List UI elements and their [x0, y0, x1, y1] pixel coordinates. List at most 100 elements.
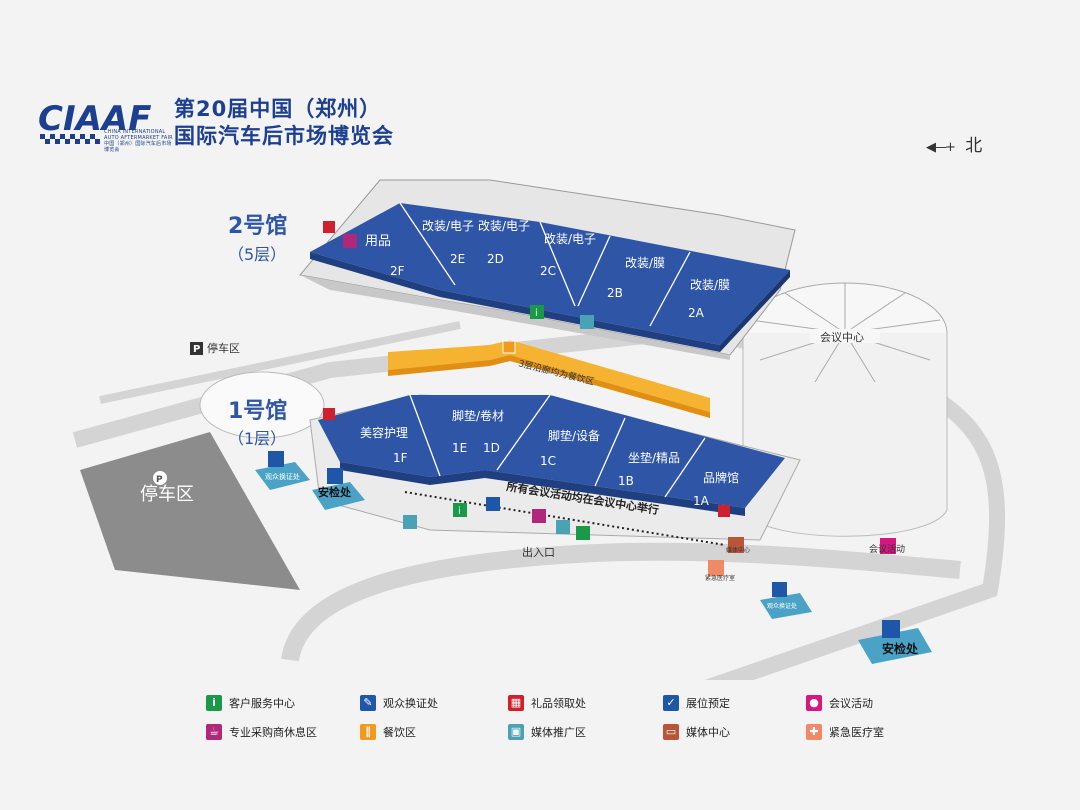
- legend-item-meeting: ● 会议活动: [806, 695, 873, 711]
- north-indicator: ◀—+ 北: [926, 131, 982, 156]
- svg-text:媒体中心: 媒体中心: [726, 546, 750, 554]
- svg-text:安检处: 安检处: [882, 641, 919, 656]
- parking-label: 停车区: [207, 341, 240, 355]
- zone-1f-label: 美容护理: [360, 425, 408, 440]
- legend-label: 餐饮区: [383, 726, 416, 739]
- security-marker[interactable]: 安检处: [312, 468, 365, 510]
- legend-item-media-center: ▭ 媒体中心: [663, 724, 730, 740]
- gift-icon: ▦: [508, 695, 524, 711]
- legend-label: 专业采购商休息区: [229, 726, 317, 739]
- hall2-floor-label: （5层）: [228, 245, 286, 264]
- legend-label: 客户服务中心: [229, 697, 295, 710]
- logo-subtitle-en: CHINA INTERNATIONAL AUTO AFTERMARKET FAI…: [104, 129, 173, 141]
- legend-label: 紧急医疗室: [829, 726, 884, 739]
- zone-2a-code: 2A: [688, 306, 705, 320]
- zone-2c-code: 2C: [540, 264, 556, 278]
- parking-lot: [80, 432, 300, 590]
- media-promo-marker-hall1[interactable]: [403, 515, 417, 529]
- first-aid-marker[interactable]: 紧急医疗室: [705, 560, 735, 582]
- dining-corridor: [388, 340, 710, 412]
- security-marker-2[interactable]: 安检处: [858, 620, 932, 664]
- parking-icon: [190, 342, 203, 355]
- zone-1e-code: 1E: [452, 441, 467, 455]
- badge-exchange-icon: ✎: [360, 695, 376, 711]
- zone-2f-label: 用品: [365, 234, 391, 249]
- zone-1b-label: 坐垫/精品: [628, 450, 680, 465]
- zone-1b-code: 1B: [618, 474, 634, 488]
- outer-road: [281, 542, 961, 662]
- svg-text:观众换证处: 观众换证处: [265, 472, 300, 481]
- legend-label: 媒体推广区: [531, 726, 586, 739]
- zone-2f-code: 2F: [390, 264, 405, 278]
- zone-1a-label: 品牌馆: [703, 470, 739, 485]
- service-marker-hall2[interactable]: i: [530, 305, 544, 319]
- legend-item-booking: ✓ 展位预定: [663, 695, 730, 711]
- zone-2a-label: 改装/膜: [690, 278, 730, 292]
- lounge-marker-hall1[interactable]: [532, 509, 546, 523]
- meeting-activity-marker[interactable]: 会议活动: [869, 538, 905, 555]
- hall1-block: [318, 395, 785, 508]
- logo-subtitle: CHINA INTERNATIONAL AUTO AFTERMARKET FAI…: [104, 129, 174, 153]
- svg-text:i: i: [458, 506, 461, 517]
- legend-label: 媒体中心: [686, 726, 730, 739]
- map-canvas: P 停车区 P 停车区 会议中心 用品 2F 改装/电子 2E 改装/电子: [72, 179, 1006, 680]
- entrance-label: 出入口: [522, 545, 555, 559]
- legend-item-media-promo: ▣ 媒体推广区: [508, 724, 586, 740]
- legend-item-dining: ∥ 餐饮区: [360, 724, 416, 740]
- info-icon: i: [206, 695, 222, 711]
- zone-2d-label: 改装/电子: [478, 219, 530, 233]
- zone-1d-code: 1D: [483, 441, 500, 455]
- badge-exchange-marker-2[interactable]: 观众换证处: [760, 582, 812, 619]
- svg-text:紧急医疗室: 紧急医疗室: [705, 574, 735, 582]
- svg-text:i: i: [535, 308, 538, 319]
- north-arrow-icon: ◀—+: [926, 140, 956, 155]
- legend-label: 观众换证处: [383, 697, 438, 710]
- zone-1e-label: 脚垫/卷材: [452, 408, 504, 423]
- zone-2b-code: 2B: [607, 286, 623, 300]
- media-center-marker[interactable]: 媒体中心: [726, 537, 750, 554]
- svg-text:观众换证处: 观众换证处: [767, 602, 797, 610]
- logo-text: CIAAF: [38, 100, 151, 139]
- logo-subtitle-cn: 中国（郑州）国际汽车后市场博览会: [104, 141, 172, 153]
- gift-marker-hall2[interactable]: [323, 221, 335, 233]
- badge-exchange-marker[interactable]: 观众换证处: [255, 451, 310, 490]
- parking-label-big: 停车区: [140, 484, 194, 505]
- lounge-marker-hall2[interactable]: [343, 234, 357, 248]
- media-promo-marker-hall1-b[interactable]: [556, 520, 570, 534]
- legend-label: 会议活动: [829, 697, 873, 710]
- hall1-floor-label: （1层）: [228, 429, 286, 448]
- svg-text:安检处: 安检处: [318, 485, 352, 499]
- hall2-name: 2号馆: [228, 213, 287, 239]
- legend-item-service: i 客户服务中心: [206, 695, 295, 711]
- hall1-name: 1号馆: [228, 398, 287, 424]
- zone-2d-code: 2D: [487, 252, 504, 266]
- booth-booking-marker[interactable]: [486, 497, 500, 511]
- title-line-2: 国际汽车后市场博览会: [174, 124, 394, 148]
- title-line-1: 第20届中国（郑州）: [174, 97, 382, 121]
- zone-1a-code: 1A: [693, 494, 710, 508]
- north-label: 北: [965, 136, 983, 156]
- zone-2c-label: 改装/电子: [544, 232, 596, 246]
- media-promo-icon: ▣: [508, 724, 524, 740]
- media-promo-marker-hall2[interactable]: [580, 315, 594, 329]
- media-center-icon: ▭: [663, 724, 679, 740]
- zone-2e-label: 改装/电子: [422, 219, 474, 233]
- lounge-icon: ☕: [206, 724, 222, 740]
- meeting-icon: ●: [806, 695, 822, 711]
- zone-2b-label: 改装/膜: [625, 256, 665, 270]
- svg-text:P: P: [156, 475, 163, 485]
- svg-text:会议活动: 会议活动: [869, 543, 905, 555]
- service-marker-hall1[interactable]: i: [453, 503, 467, 517]
- legend-item-first-aid: ✚ 紧急医疗室: [806, 724, 884, 740]
- parking-icon-big: [153, 471, 167, 485]
- service-marker-hall1-b[interactable]: [576, 526, 590, 540]
- ciaaf-logo: CIAAF: [38, 100, 151, 144]
- first-aid-icon: ✚: [806, 724, 822, 740]
- gift-marker-hall1[interactable]: [323, 408, 335, 420]
- dining-icon: ∥: [360, 724, 376, 740]
- svg-text:P: P: [193, 344, 200, 355]
- page-title: 第20届中国（郑州） 国际汽车后市场博览会: [174, 96, 394, 150]
- conference-center-label: 会议中心: [820, 331, 864, 344]
- gift-marker-1a[interactable]: [718, 505, 730, 517]
